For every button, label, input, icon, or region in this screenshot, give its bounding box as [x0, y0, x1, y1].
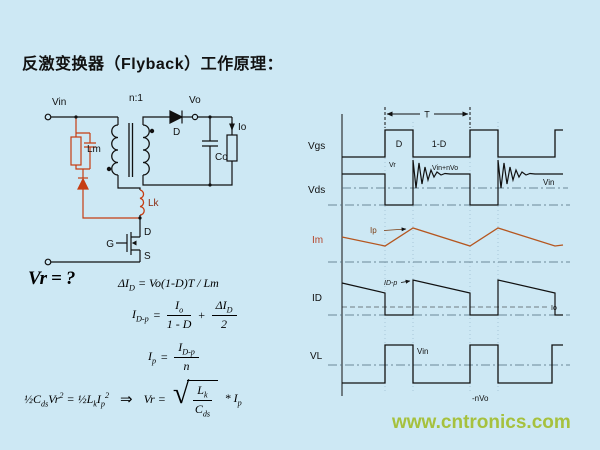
- flyback-circuit-diagram: Vin n:1 Lm D Vo Io Co Lk G D S: [44, 93, 247, 266]
- mosfet-arrow: [131, 240, 137, 246]
- id-axis-label: ID: [312, 293, 322, 304]
- slide-title: 反激变换器（Flyback）工作原理：: [22, 56, 284, 73]
- vl-axis-label: VL: [310, 351, 323, 362]
- clamp-resistor: [70, 136, 82, 166]
- vin-label: Vin: [52, 97, 66, 108]
- fraction: ID-p n: [174, 340, 199, 374]
- vin-terminal-top: [44, 113, 52, 121]
- primary-dot: [106, 166, 112, 172]
- fraction: Io 1 - D: [166, 298, 192, 332]
- square-root: √ Lk Cds: [172, 377, 218, 419]
- secondary-winding: [142, 124, 150, 176]
- question-mark: ?: [65, 268, 76, 289]
- alignment-guides: [384, 122, 499, 392]
- vin-terminal-bottom: [44, 258, 52, 266]
- vl-vin-label: Vin: [417, 347, 428, 356]
- clamp-capacitor: [75, 133, 96, 170]
- vo-label: Vo: [189, 95, 201, 106]
- clamp-diode: [77, 177, 89, 190]
- output-diode-label: D: [173, 127, 180, 138]
- turns-ratio-label: n:1: [129, 93, 143, 104]
- junction-dot: [208, 115, 212, 119]
- reference-lines: [328, 187, 570, 366]
- output-wiring: [142, 110, 238, 187]
- math-term: ΔID = Vo(1-D)T / Lm: [118, 276, 219, 293]
- math-term: Vr =: [143, 391, 166, 406]
- formula-delta-id: ΔID = Vo(1-D)T / Lm: [118, 276, 219, 292]
- formula-vr-question: Vr=?: [28, 268, 75, 290]
- idp-pointer-arrow: [400, 279, 411, 284]
- vo-terminal: [191, 113, 199, 121]
- output-diode: [169, 110, 184, 124]
- secondary-dot: [149, 128, 155, 134]
- equals-sign: =: [152, 307, 161, 322]
- lk-label: Lk: [148, 198, 160, 209]
- junction-dot: [208, 183, 212, 187]
- period-marker: [384, 107, 471, 128]
- math-term: Ip: [148, 349, 157, 366]
- vin-nvo-label: Vin+nVo: [432, 165, 458, 172]
- circuit-labels: Vin n:1 Lm D Vo Io Co Lk G D S: [52, 93, 247, 262]
- equals-sign: =: [51, 268, 62, 289]
- transformer: [106, 123, 155, 177]
- idp-label: ID-p: [384, 280, 397, 287]
- source-label: S: [144, 251, 151, 262]
- vgs-axis-label: Vgs: [308, 141, 325, 152]
- mosfet: [116, 215, 141, 262]
- radical-sign: √: [172, 377, 190, 410]
- plus-sign: +: [197, 307, 206, 322]
- duty-label: D: [396, 139, 403, 149]
- load-resistor: [226, 134, 238, 162]
- math-term: ½CdsVr2 = ½LkIp2: [24, 390, 110, 409]
- math-term: * Ip: [224, 391, 242, 408]
- equals-sign: =: [160, 349, 169, 364]
- off-duty-label: 1-D: [432, 139, 447, 149]
- neg-nvo-label: -nVo: [472, 394, 489, 403]
- rcd-clamp: [70, 117, 140, 219]
- io-label: Io: [238, 122, 247, 133]
- formula-ip: Ip = ID-p n: [148, 340, 201, 374]
- implies-arrow: ⇒: [120, 391, 133, 408]
- im-axis-label: Im: [312, 235, 323, 246]
- fraction: ΔID 2: [211, 298, 237, 332]
- id-trace: [341, 279, 563, 316]
- input-wiring: [44, 113, 141, 266]
- math-term: ID-p: [132, 307, 149, 324]
- vin-level-label: Vin: [543, 178, 554, 187]
- drain-label: D: [144, 227, 151, 238]
- vgs-trace: [342, 129, 563, 158]
- junction-dot: [74, 115, 78, 119]
- gate-label: G: [106, 239, 114, 250]
- formula-idp: ID-p = Io 1 - D + ΔID 2: [132, 298, 239, 332]
- ip-pointer-arrow: [383, 227, 407, 232]
- leakage-inductor: [139, 189, 145, 216]
- vr-label: Vr: [389, 162, 396, 169]
- vr-term: Vr: [28, 268, 48, 289]
- io-level-label: Io: [551, 305, 557, 312]
- watermark: www.cntronics.com: [392, 412, 571, 433]
- vl-trace: [342, 344, 563, 384]
- formula-energy: ½CdsVr2 = ½LkIp2 ⇒ Vr = √ Lk Cds * Ip: [24, 377, 242, 419]
- output-capacitor: [202, 117, 218, 185]
- waveform-diagram: T D 1-D Vr Vin+nVo Vin Ip ID-p Io Vin -n…: [308, 107, 570, 403]
- fraction: Lk Cds: [193, 383, 212, 419]
- ip-label: Ip: [370, 226, 377, 235]
- period-label: T: [424, 110, 430, 120]
- lm-label: Lm: [87, 144, 101, 155]
- vds-axis-label: Vds: [308, 185, 325, 196]
- vds-trace: [342, 159, 563, 206]
- co-label: Co: [215, 152, 228, 163]
- im-trace: [341, 227, 564, 247]
- primary-winding: [111, 124, 119, 176]
